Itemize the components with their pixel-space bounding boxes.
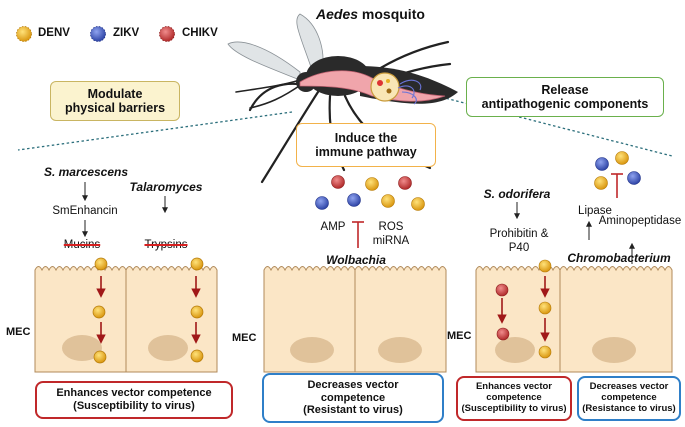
middle-result-line2: competence (320, 391, 386, 404)
smenhancin-label: SmEnhancin (52, 205, 118, 217)
physical-barriers-box: Modulate physical barriers (50, 81, 180, 121)
right-right-result-line1: Decreases vector (589, 381, 669, 393)
right-top-virions (594, 151, 641, 190)
immune-line2: immune pathway (315, 145, 417, 159)
right-arrows (514, 202, 635, 264)
legend-denv-label: DENV (38, 27, 70, 39)
talaromyces-label: Talaromyces (129, 180, 203, 194)
mec-label-left: MEC (6, 326, 31, 338)
middle-epithelium (263, 266, 447, 373)
right-right-result-line2: competence (601, 392, 657, 404)
right-inhibition (611, 173, 623, 198)
mec-label-middle: MEC (232, 332, 257, 344)
release-line1: Release (541, 82, 589, 97)
aminopeptidase-label: Aminopeptidase (598, 215, 682, 227)
legend-denv-icon (16, 26, 32, 42)
legend-chikv-icon (159, 26, 175, 42)
physical-line1: Modulate (87, 86, 143, 101)
right-result-box-decreases: Decreases vector competence (Resistance … (577, 376, 681, 421)
mucins-label: Mucins (63, 239, 101, 251)
physical-line2: physical barriers (64, 101, 166, 115)
wolbachia-label: Wolbachia (326, 253, 386, 267)
mec-label-right: MEC (447, 330, 472, 342)
right-left-result-line1: Enhances vector (475, 381, 553, 393)
left-result-box: Enhances vector competence (Susceptibili… (35, 381, 233, 419)
left-result-line2: (Susceptibility to virus) (73, 400, 195, 412)
antipathogenic-box: Release antipathogenic components (466, 77, 664, 117)
right-left-result-line2: competence (486, 392, 542, 404)
left-result-line1: Enhances vector competence (56, 387, 212, 400)
right-epithelium (475, 259, 673, 373)
middle-virions (315, 175, 425, 211)
mirna-label: miRNA (372, 235, 410, 247)
s-marcescens-label: S. marcescens (43, 165, 129, 179)
left-epithelium (34, 257, 218, 373)
right-left-result-line3: (Susceptibility to virus) (461, 402, 567, 414)
middle-result-box: Decreases vector competence (Resistant t… (262, 373, 444, 423)
release-line2: antipathogenic components (481, 97, 649, 111)
figure-title: Aedes mosquito (316, 7, 425, 21)
chromobacterium-label: Chromobacterium (567, 251, 671, 265)
s-odorifera-label: S. odorifera (483, 187, 551, 201)
lipase-label: Lipase (578, 205, 612, 217)
middle-result-line1: Decreases vector (307, 379, 399, 392)
legend-zikv-icon (90, 26, 106, 42)
inhibition-mark (352, 221, 364, 248)
middle-result-line3: (Resistant to virus) (303, 404, 403, 417)
title-rest: mosquito (361, 6, 425, 22)
mosquito-illustration (227, 13, 458, 184)
legend-zikv-label: ZIKV (113, 27, 140, 39)
amp-label: AMP (320, 221, 346, 233)
title-species: Aedes (316, 6, 359, 22)
right-result-box-enhances: Enhances vector competence (Susceptibili… (456, 376, 572, 421)
immune-pathway-box: Induce the immune pathway (296, 123, 436, 167)
ros-label: ROS (378, 221, 404, 233)
left-arrows (82, 182, 168, 238)
legend-chikv-label: CHIKV (182, 27, 218, 39)
immune-line1: Induce the (334, 130, 398, 145)
trypsins-label: Trypsins (144, 239, 188, 251)
right-right-result-line3: (Resistance to virus) (582, 402, 676, 414)
prohibitin-label: Prohibitin & (489, 228, 549, 240)
p40-label: P40 (508, 242, 530, 254)
